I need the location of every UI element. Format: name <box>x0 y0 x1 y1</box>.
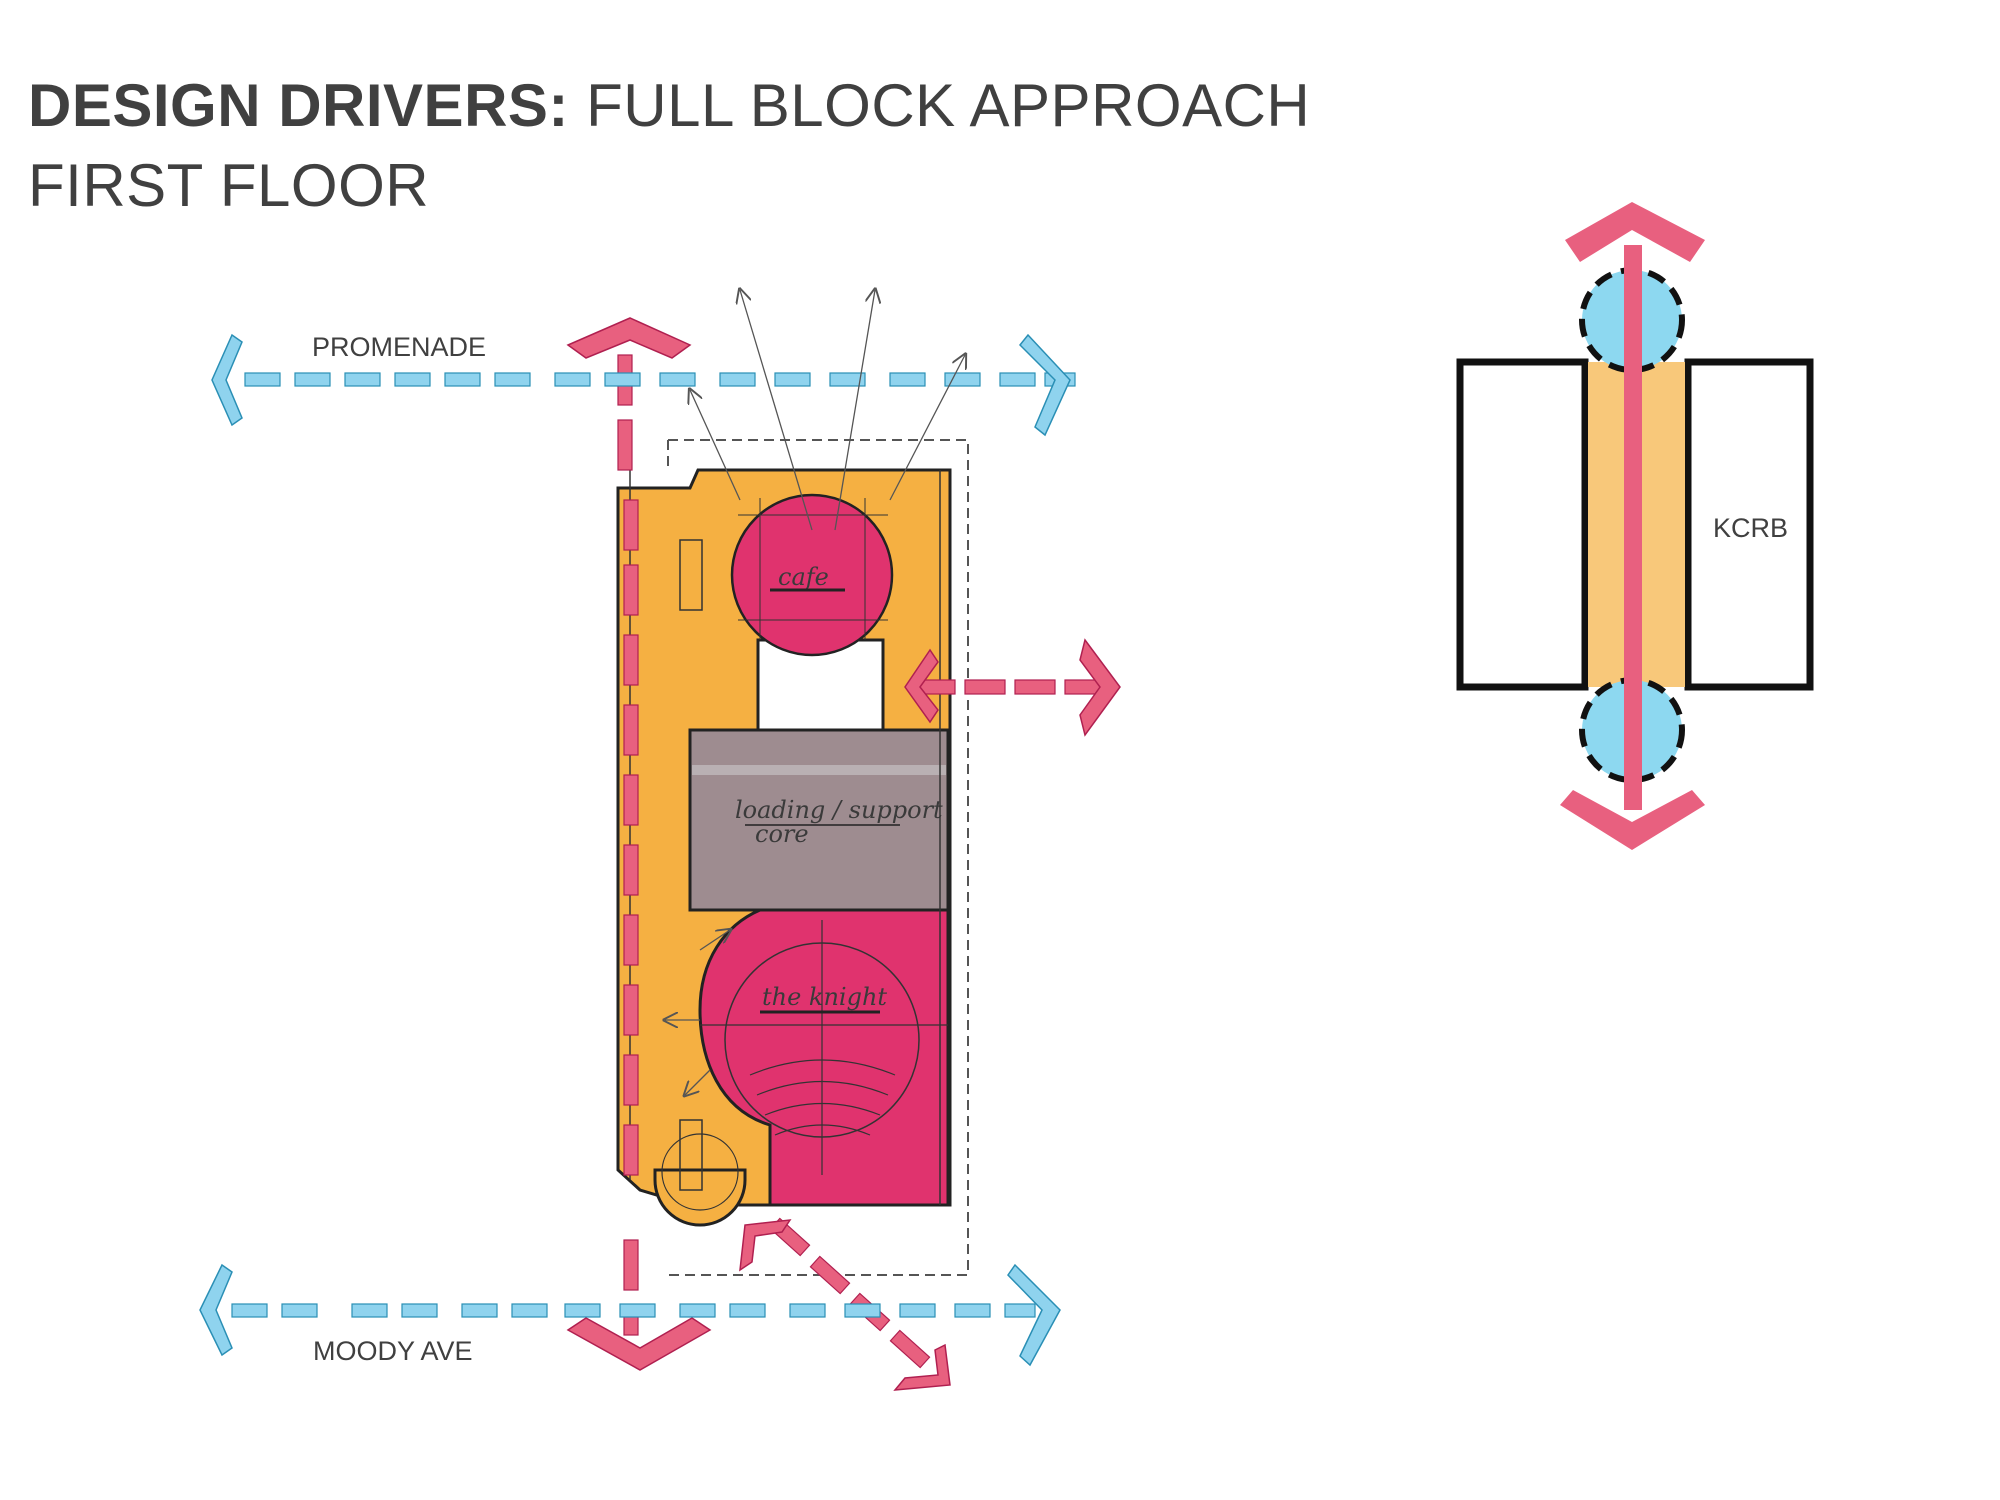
title-regular: FULL BLOCK APPROACH <box>568 72 1311 139</box>
kcrb-label: KCRB <box>1713 513 1788 543</box>
cafe-label: cafe <box>778 563 829 591</box>
page-title: DESIGN DRIVERS: FULL BLOCK APPROACH FIRS… <box>28 66 1310 226</box>
adjacent-building-kcrb: KCRB <box>1684 358 1814 691</box>
pedestrian-path-moody <box>231 1303 1036 1318</box>
title-bold: DESIGN DRIVERS: <box>28 72 569 139</box>
primary-arrow-entry-icon <box>904 648 939 724</box>
view-lines <box>665 290 965 1095</box>
primary-arrow-east-icon <box>1079 638 1121 737</box>
loading-support-core: loading / support core <box>688 728 950 912</box>
primary-arrow-up-icon <box>566 317 692 359</box>
primary-path-vertical <box>617 354 639 1336</box>
pedestrian-arrow-west-icon <box>211 333 243 427</box>
site-outline <box>667 439 969 1276</box>
primary-arrow-diagonal-start-icon <box>739 1219 792 1272</box>
axis-arrow-south-icon <box>1560 790 1705 850</box>
pedestrian-arrow-east-icon <box>1018 333 1071 437</box>
pedestrian-path-promenade <box>244 372 1076 387</box>
title-subtitle: FIRST FLOOR <box>28 152 430 219</box>
moody-label: MOODY AVE <box>313 1336 473 1366</box>
primary-arrow-diagonal-icon <box>893 1343 951 1391</box>
promenade-label: PROMENADE <box>312 332 486 362</box>
cafe-zone: cafe <box>730 493 894 657</box>
knight-label: the knight <box>762 983 887 1011</box>
corner-rotunda <box>653 1133 747 1227</box>
pedestrian-arrow-moody-east-icon <box>1007 1263 1061 1367</box>
pedestrian-arrow-moody-west-icon <box>199 1263 233 1357</box>
primary-axis <box>1624 245 1642 810</box>
adjacent-building-west <box>1456 358 1589 691</box>
axis-arrow-north-icon <box>1565 202 1705 262</box>
primary-arrow-down-icon <box>566 1317 712 1371</box>
loading-label-1: loading / support <box>735 796 943 824</box>
